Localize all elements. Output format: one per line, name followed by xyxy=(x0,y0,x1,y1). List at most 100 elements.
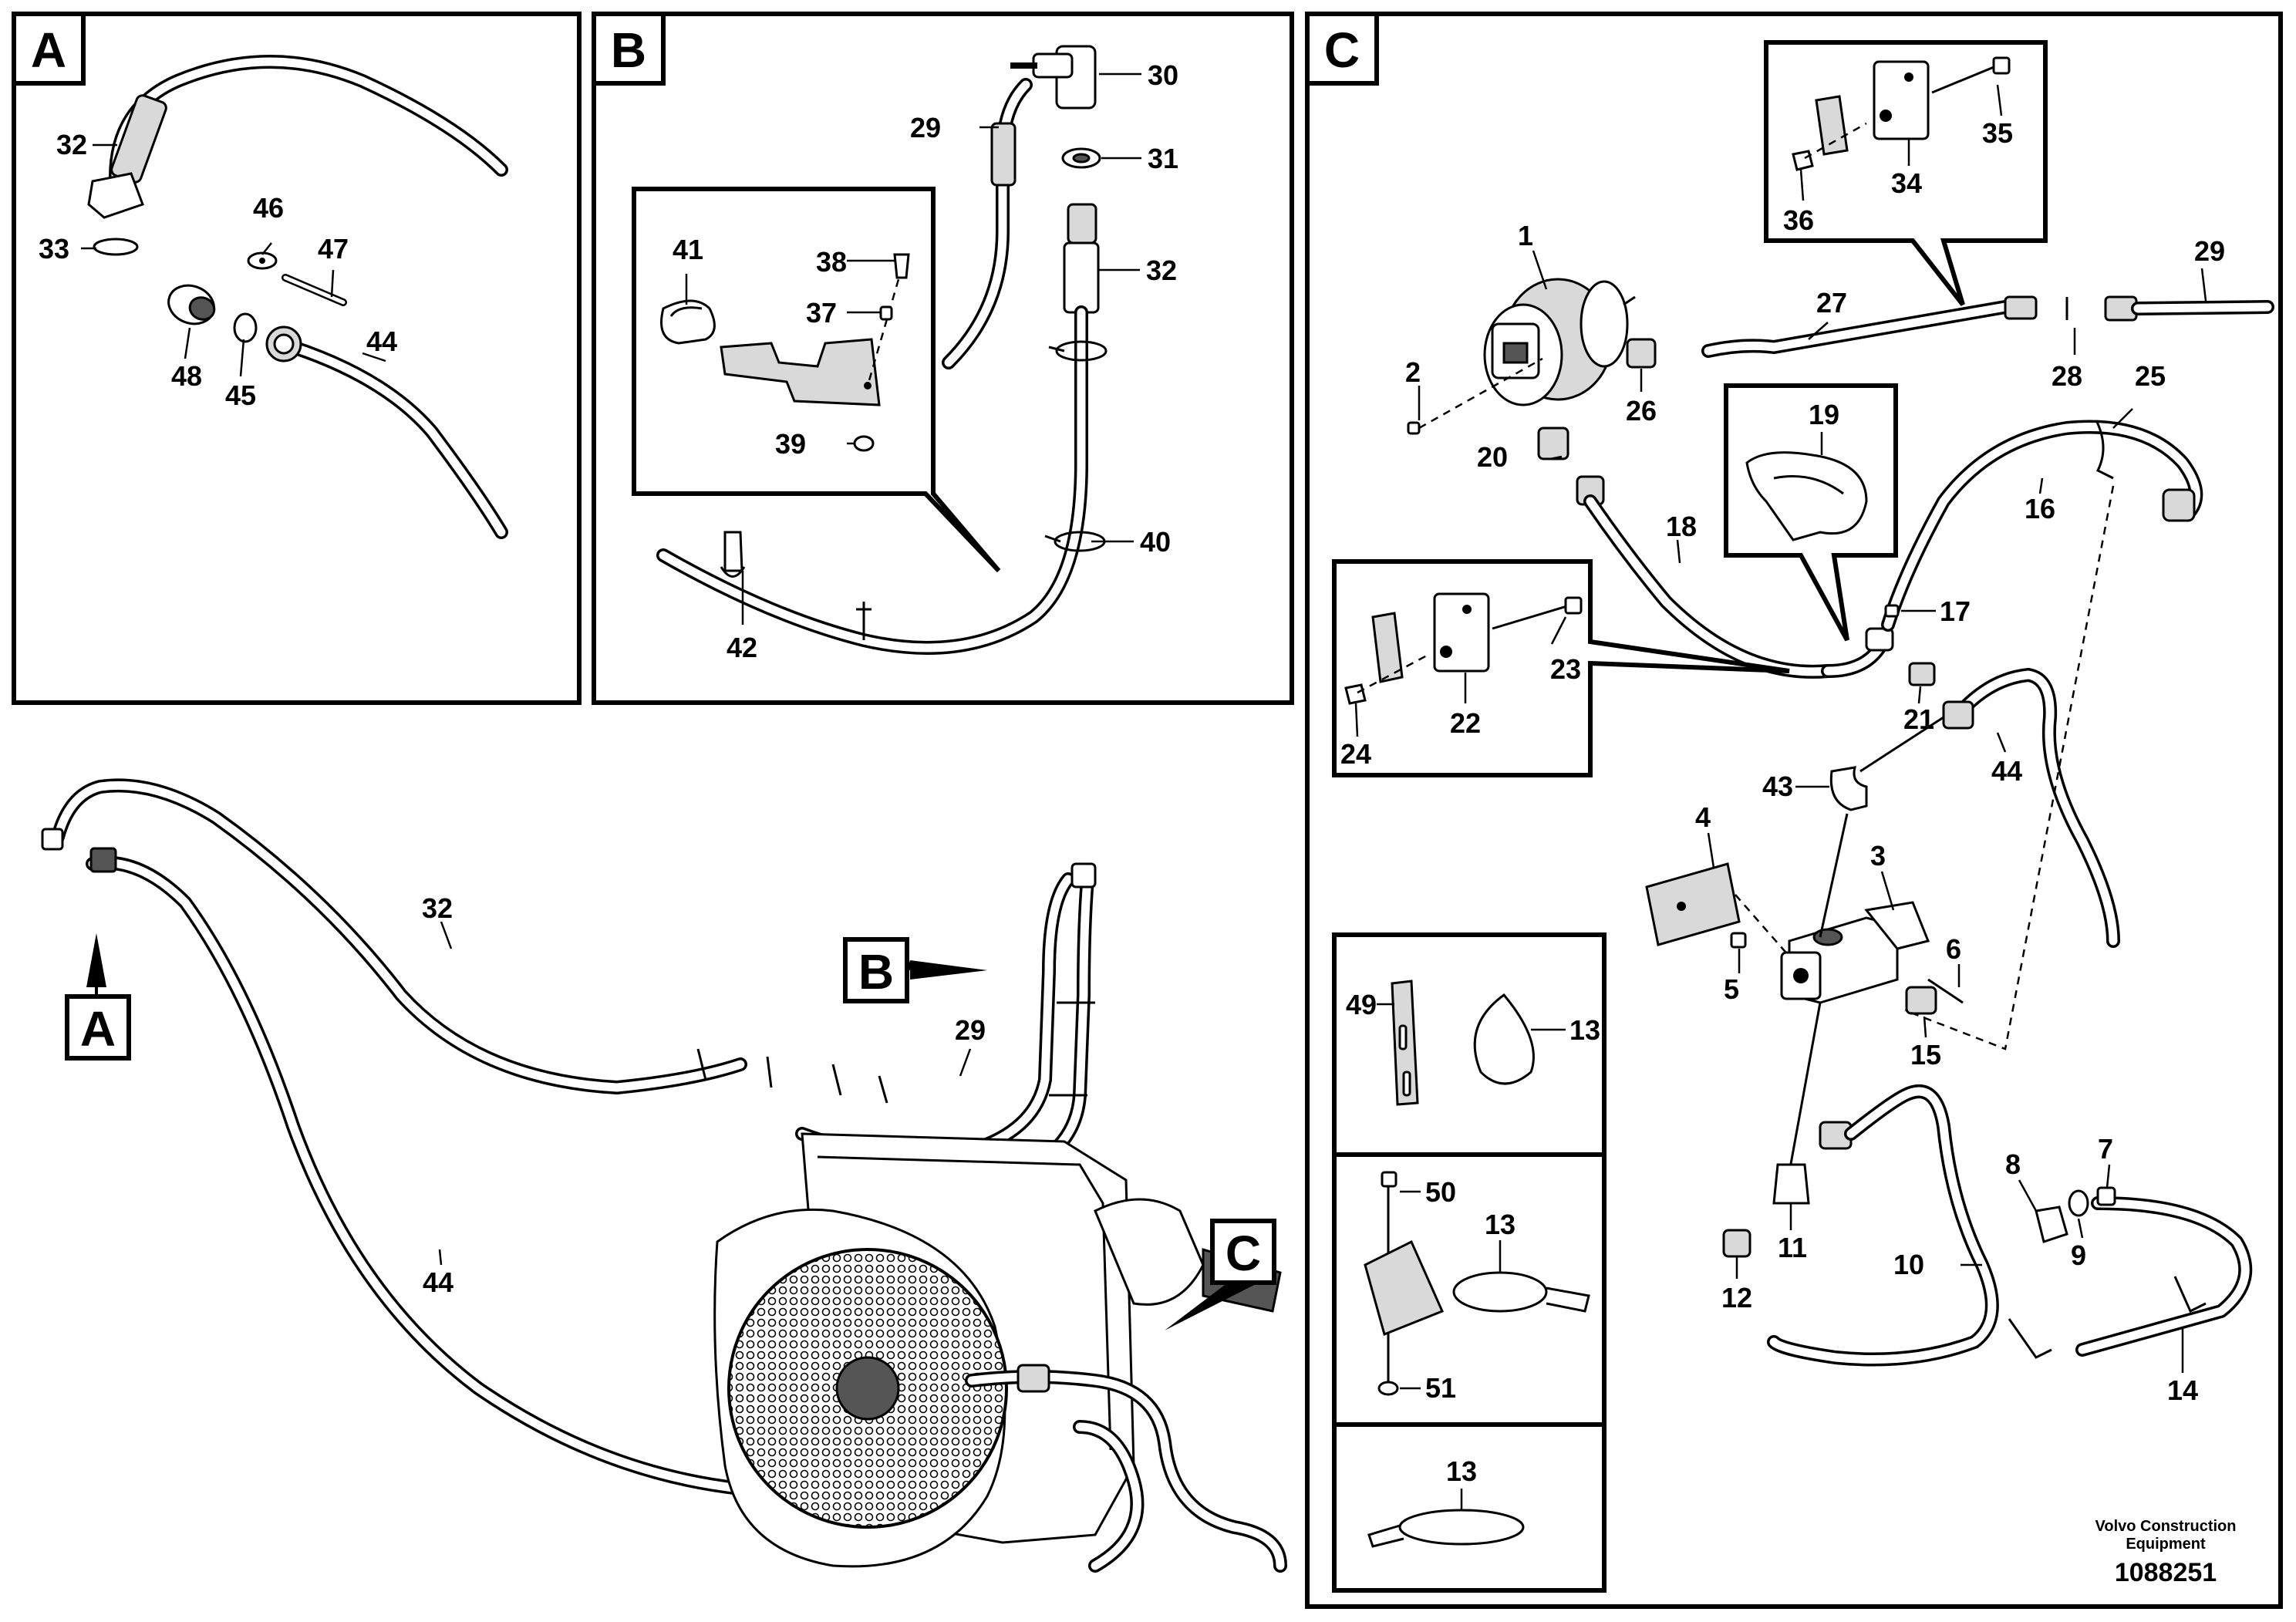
clip-32-b xyxy=(1055,340,1108,362)
fitting-15 xyxy=(1905,986,1937,1015)
panel-b-letter: B xyxy=(611,22,646,78)
panel-b: B xyxy=(592,12,1294,705)
panel-c-letter: C xyxy=(1324,22,1360,78)
label-3: 3 xyxy=(1870,840,1886,872)
bolt-50 xyxy=(1381,1171,1397,1188)
plate-34 xyxy=(1815,95,1849,156)
hose-44-c xyxy=(1952,668,2120,948)
callout-a-arrow xyxy=(86,933,106,987)
nut-a xyxy=(87,172,144,219)
label-10: 10 xyxy=(1893,1249,1924,1280)
tee-11 xyxy=(1772,1163,1810,1205)
hose-44-overview xyxy=(86,855,747,1496)
label-47: 47 xyxy=(318,233,349,265)
panel-b-tag xyxy=(592,12,666,86)
document-number: 1088251 xyxy=(2115,1558,2217,1587)
label-23: 23 xyxy=(1550,653,1581,685)
label-22: 22 xyxy=(1450,707,1481,739)
label-46: 46 xyxy=(253,192,284,224)
spacer-37 xyxy=(879,305,893,321)
label-9: 9 xyxy=(2071,1239,2086,1271)
plate-22 xyxy=(1371,612,1404,683)
fitting-17 xyxy=(1884,604,1900,618)
label-32-overview: 32 xyxy=(422,892,453,924)
label-29-c: 29 xyxy=(2194,235,2225,267)
label-13-c: 13 xyxy=(1446,1455,1477,1487)
clamp-42 xyxy=(723,531,743,572)
label-51: 51 xyxy=(1425,1372,1456,1404)
plate-4 xyxy=(1645,862,1741,946)
label-16: 16 xyxy=(2025,493,2055,524)
label-45: 45 xyxy=(225,379,256,411)
block-22 xyxy=(1433,592,1490,673)
label-33: 33 xyxy=(39,233,69,265)
fitting-12 xyxy=(1722,1229,1752,1258)
clamp-14 xyxy=(2173,1276,2207,1313)
label-12: 12 xyxy=(1721,1282,1752,1313)
panel-a-frame xyxy=(12,12,582,705)
label-41: 41 xyxy=(673,234,703,265)
bracket-plate-b xyxy=(720,338,881,406)
label-7: 7 xyxy=(2098,1133,2113,1165)
clamp-19 xyxy=(1745,451,1868,541)
label-50: 50 xyxy=(1425,1176,1456,1208)
clip-8 xyxy=(2035,1206,2068,1243)
label-32-b: 32 xyxy=(1146,255,1177,286)
fitting-21 xyxy=(1908,662,1936,686)
bolt-35 xyxy=(1931,64,1998,94)
label-31: 31 xyxy=(1148,143,1178,174)
callout-a-box xyxy=(65,994,131,1061)
overview-assembly: A B C 32 29 44 xyxy=(41,778,1287,1573)
label-18: 18 xyxy=(1666,511,1697,542)
panel-b-frame xyxy=(592,12,1294,705)
fitting-20 xyxy=(1537,427,1569,460)
washer-9 xyxy=(2068,1189,2089,1217)
callout-c-letter: C xyxy=(1226,1226,1261,1281)
label-17: 17 xyxy=(1940,595,1971,627)
callout-c-arrow xyxy=(1165,1283,1259,1330)
label-13-b: 13 xyxy=(1485,1209,1515,1240)
panel-c: C 35 34 36 xyxy=(1305,12,2283,1609)
ring-45 xyxy=(233,312,258,343)
screw-38 xyxy=(893,253,910,279)
label-26: 26 xyxy=(1626,395,1657,427)
fitting-32-b xyxy=(1067,203,1097,244)
brake-chamber-1 xyxy=(1483,278,1636,406)
callout-b-letter: B xyxy=(858,944,894,1000)
label-14: 14 xyxy=(2167,1374,2198,1406)
tie-b xyxy=(856,602,872,640)
label-43: 43 xyxy=(1762,771,1793,802)
label-6: 6 xyxy=(1946,933,1961,965)
label-32-a: 32 xyxy=(56,129,87,160)
label-44-overview: 44 xyxy=(423,1266,453,1298)
hose-32-overview xyxy=(51,778,747,1094)
label-8: 8 xyxy=(2005,1148,2021,1180)
screw-2 xyxy=(1407,421,1421,435)
o-ring-33 xyxy=(93,238,139,256)
hose-10 xyxy=(1767,1084,1999,1367)
bracket-50 xyxy=(1364,1239,1445,1337)
label-35: 35 xyxy=(1982,117,2013,149)
bolt-7 xyxy=(2096,1186,2116,1206)
label-27: 27 xyxy=(1816,287,1847,319)
bolt-23 xyxy=(1492,604,1570,630)
label-29-b: 29 xyxy=(910,112,941,143)
label-42: 42 xyxy=(727,632,757,663)
label-34: 34 xyxy=(1891,167,1922,199)
company-line-2: Equipment xyxy=(2126,1536,2206,1553)
label-5: 5 xyxy=(1724,973,1739,1005)
label-13-a: 13 xyxy=(1569,1014,1600,1046)
label-20: 20 xyxy=(1477,441,1508,473)
label-40: 40 xyxy=(1140,526,1171,558)
screw-6 xyxy=(1927,978,1964,1004)
nut-24 xyxy=(1344,683,1367,705)
label-49: 49 xyxy=(1346,989,1377,1020)
panel-a-tag xyxy=(12,12,86,86)
label-48: 48 xyxy=(171,360,202,392)
panel-c-frame xyxy=(1305,12,2283,1609)
label-36: 36 xyxy=(1783,204,1814,236)
label-21: 21 xyxy=(1903,703,1934,735)
label-2: 2 xyxy=(1405,356,1421,388)
callout-b-box xyxy=(843,937,909,1003)
